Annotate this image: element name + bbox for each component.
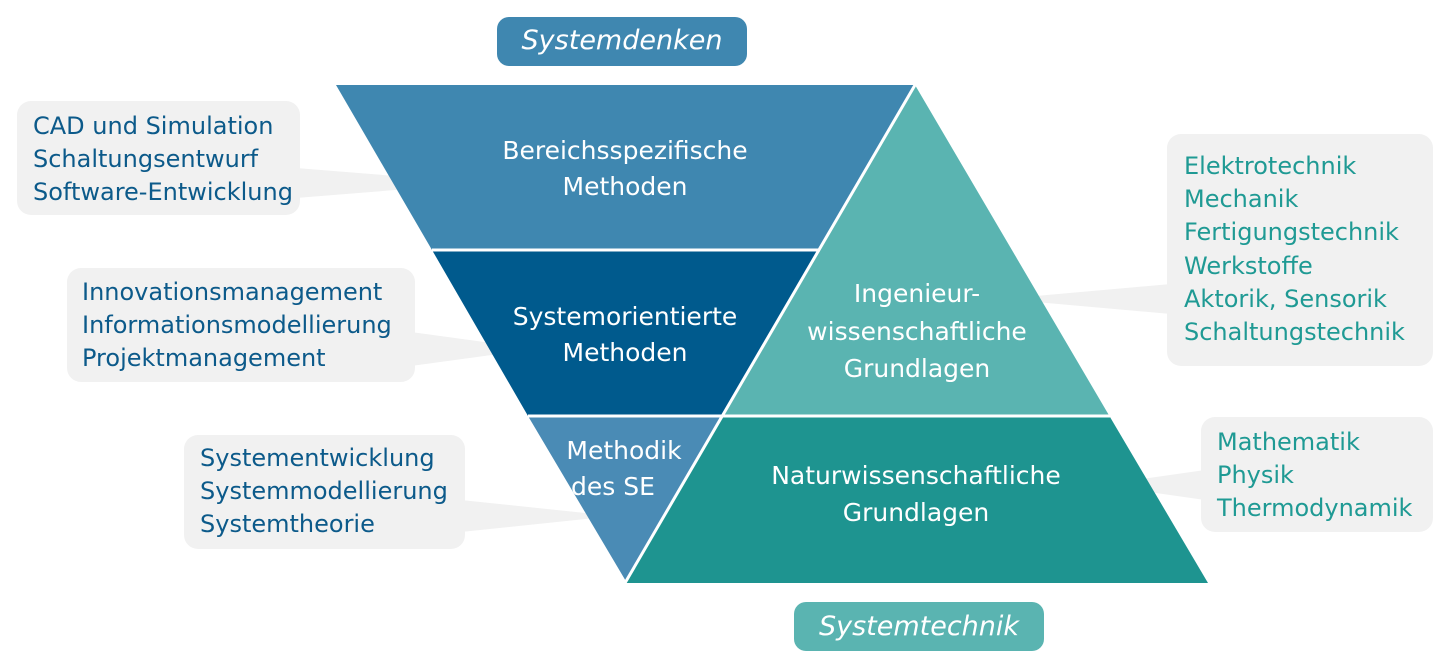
callout-right-1-line: Fertigungstechnik — [1184, 218, 1399, 246]
pill-systemtechnik — [794, 602, 1044, 651]
callout-right-2-line: Thermodynamik — [1216, 494, 1413, 522]
label-naturwissenschaftliche: Naturwissenschaftliche — [771, 461, 1061, 490]
callout-left-2-line: Informationsmodellierung — [82, 311, 392, 339]
callout-left-3-line: Systementwicklung — [200, 444, 435, 472]
pill-systemtechnik-label: Systemtechnik — [819, 611, 1020, 642]
callout-right-2-line: Physik — [1217, 461, 1294, 489]
callout-left-1-line: Schaltungsentwurf — [33, 145, 259, 173]
label-bereichsspezifische: Bereichsspezifische — [502, 136, 747, 165]
callout-right-2-tail — [1100, 470, 1205, 500]
label-grundlagen-1: Grundlagen — [844, 354, 991, 383]
separator-line — [623, 84, 917, 584]
label-methoden-1: Methoden — [563, 172, 688, 201]
label-grundlagen-2: Grundlagen — [843, 498, 990, 527]
band-systemorientierte-methoden — [432, 250, 820, 416]
callout-right-1-line: Werkstoffe — [1184, 252, 1313, 280]
callout-right-1 — [1002, 134, 1433, 366]
callout-right-2 — [1100, 417, 1433, 532]
label-systemorientierte: Systemorientierte — [513, 302, 738, 331]
callout-left-3-tail — [461, 500, 614, 532]
callout-left-3-box — [184, 435, 465, 549]
callout-right-1-line: Mechanik — [1184, 185, 1298, 213]
band-bereichsspezifische-methoden — [336, 85, 915, 250]
label-methodik: Methodik — [566, 436, 682, 465]
tri-naturwissenschaftliche-grundlagen — [625, 417, 1208, 583]
callout-left-2-line: Projektmanagement — [82, 344, 326, 372]
callout-left-1-line: Software-Entwicklung — [33, 178, 293, 206]
callout-right-1-line: Schaltungstechnik — [1184, 318, 1405, 346]
callout-right-1-line: Elektrotechnik — [1184, 152, 1356, 180]
callout-left-3-line: Systemmodellierung — [200, 477, 448, 505]
pill-systemdenken — [497, 17, 747, 66]
callout-left-2-line: Innovationsmanagement — [82, 278, 382, 306]
label-ingenieur: Ingenieur- — [854, 279, 980, 308]
label-wissenschaftliche: wissenschaftliche — [807, 317, 1027, 346]
callout-left-2-box — [67, 268, 415, 382]
callout-right-2-line: Mathematik — [1217, 428, 1360, 456]
callout-left-3-line: Systemtheorie — [200, 510, 375, 538]
callout-right-1-tail — [1002, 284, 1171, 314]
callout-right-1-line: Aktorik, Sensorik — [1184, 285, 1387, 313]
callout-left-1-line: CAD und Simulation — [33, 112, 273, 140]
label-methoden-2: Methoden — [563, 338, 688, 367]
callout-left-2 — [67, 268, 535, 382]
callout-left-3 — [184, 435, 614, 549]
callout-right-1-box — [1167, 134, 1433, 366]
callout-right-2-box — [1201, 417, 1433, 532]
callout-left-1 — [17, 101, 482, 215]
callout-left-2-tail — [411, 332, 535, 366]
tri-ingenieurwissenschaftliche-grundlagen — [722, 85, 1110, 417]
pill-systemdenken-label: Systemdenken — [522, 25, 723, 56]
label-des-se: des SE — [571, 472, 655, 501]
callout-left-1-box — [17, 101, 300, 215]
callout-left-1-tail — [296, 168, 482, 198]
band-methodik-des-se — [528, 416, 724, 583]
